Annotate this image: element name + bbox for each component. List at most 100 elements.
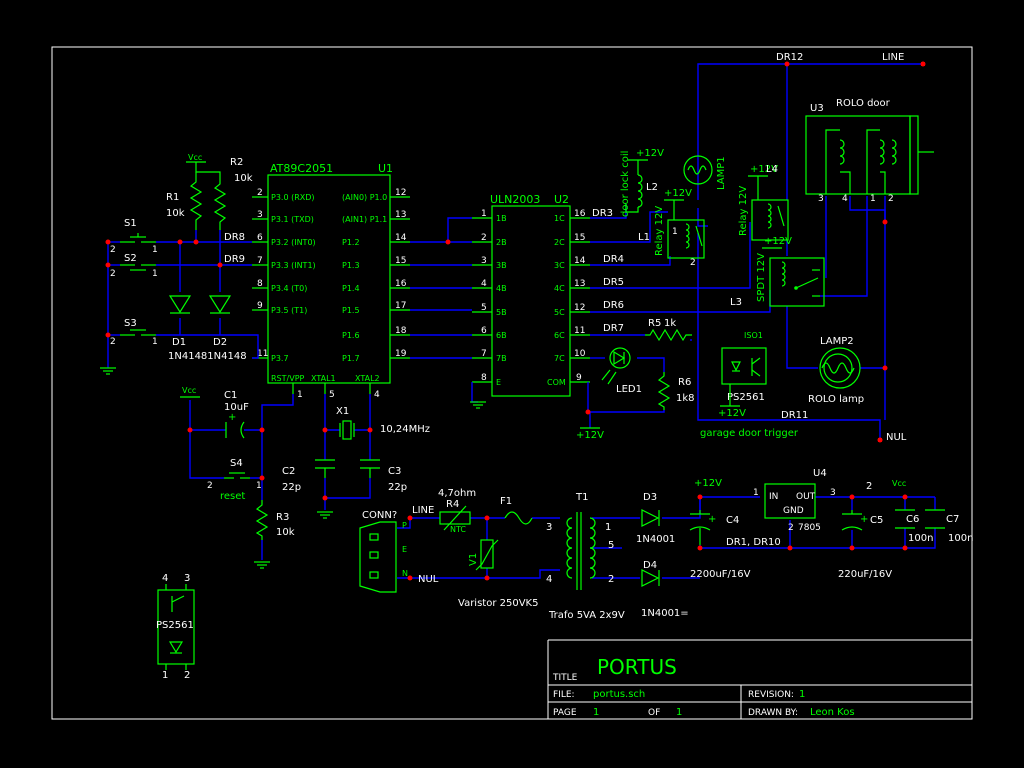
c7-value: 100n: [948, 533, 973, 544]
reset-circuit[interactable]: Vcc C1 10uF + S4 2 1 reset R3 10k: [180, 386, 295, 569]
output-capacitors[interactable]: + C5 220uF/16V 2 Vcc C6 100n C7 100n: [838, 479, 973, 580]
mcu-left-pin-name: P3.2 (INT0): [271, 238, 316, 247]
mcu-xtal2-label: XTAL2: [355, 374, 380, 383]
l2-ref: L2: [646, 182, 658, 193]
s2-pin1: 1: [152, 269, 158, 279]
u4-pin2: 2: [788, 523, 794, 533]
l3-value: SPDT 12V: [756, 253, 767, 302]
fuse-f1[interactable]: F1: [500, 496, 533, 525]
driver-in-num: 6: [481, 326, 487, 336]
drawn-by: Leon Kos: [810, 707, 855, 718]
c5-plus: +: [860, 514, 868, 525]
mcu-left-pin-num: 3: [257, 210, 263, 220]
mcu-right-pin-num: 15: [395, 256, 406, 266]
relay-l4[interactable]: +12V L4 Relay 12V: [738, 164, 789, 241]
mcu-left-pin-num: 6: [257, 233, 263, 243]
conn-e: E: [402, 545, 407, 554]
l4-ref: L4: [766, 164, 778, 175]
net-nul-ps: NUL: [418, 574, 439, 585]
vcc-label-2: Vcc: [182, 386, 196, 395]
mcu-rst-label: RST/VPP: [271, 374, 305, 383]
driver-com-label: COM: [547, 378, 566, 387]
r3-ref: R3: [276, 512, 289, 523]
u4-pin1: 1: [753, 488, 759, 498]
x1-ref: X1: [336, 406, 349, 417]
mains-connector[interactable]: CONN? P E N: [359, 510, 408, 593]
net-dr4: DR4: [603, 254, 624, 265]
driver-ground: [470, 401, 486, 409]
optocoupler-ps2561-main[interactable]: ISO1 PS2561 +12V: [718, 331, 767, 419]
trafo-value: Trafo 5VA 2x9V: [548, 610, 625, 621]
net-labels: DR3 DR4 DR5 DR6 DR7 DR8 DR9 DR11 DR12 LI…: [224, 52, 907, 585]
mcu-right-pin-num: 12: [395, 188, 406, 198]
c6-ref: C6: [906, 514, 919, 525]
relay-l1[interactable]: +12V 1 2 L1 Relay 12V: [638, 188, 705, 268]
net-dr11: DR11: [781, 410, 808, 421]
driver-in-label: 1B: [496, 214, 507, 223]
lamp1[interactable]: LAMP1: [683, 155, 727, 190]
title-block: TITLE PORTUS FILE: portus.sch REVISION: …: [547, 639, 972, 719]
s1-pin1: 1: [152, 245, 158, 255]
driver-out-num: 11: [574, 326, 585, 336]
c3-value: 22p: [388, 482, 407, 493]
conn-ref: CONN?: [362, 510, 397, 521]
net-nul-right: NUL: [886, 432, 907, 443]
r6-value: 1k8: [676, 393, 695, 404]
transformer-t1[interactable]: T1 3 4 1 5 2 Trafo 5VA 2x9V: [546, 492, 625, 621]
t1-pin2: 2: [608, 574, 614, 585]
u4-value: 7805: [798, 523, 821, 533]
resistor-r6[interactable]: R6 1k8: [657, 372, 695, 410]
ps-spare-pin4: 4: [162, 573, 168, 584]
regulator-u4[interactable]: U4 IN OUT GND 1 3 2 7805: [753, 468, 836, 533]
p12-a: +12V: [636, 148, 664, 159]
r5-value: 1k: [664, 318, 676, 329]
motor-u3[interactable]: U3 ROLO door 3 4 1 2: [805, 98, 934, 204]
lamp2-value: ROLO lamp: [808, 394, 864, 405]
diodes-d1-d2[interactable]: D1 D2 1N41481N4148: [168, 295, 247, 362]
led1[interactable]: LED1: [601, 347, 642, 395]
v1-ref: V1: [468, 553, 479, 566]
capacitor-c4[interactable]: +12V + C4 2200uF/16V: [689, 478, 751, 580]
t1-pin3: 3: [546, 522, 552, 533]
p12-c: +12V: [750, 164, 778, 175]
conn-n: N: [402, 569, 408, 578]
title-label: TITLE: [552, 673, 578, 683]
mcu-left-pin-name: P3.3 (INT1): [271, 261, 316, 270]
pullup-resistors[interactable]: Vcc R1 10k R2 10k: [166, 153, 253, 230]
switches[interactable]: S1 2 1 S2 2 1 S3 2 1: [100, 218, 158, 375]
varistor-v1[interactable]: V1 Varistor 250VK5: [458, 539, 538, 609]
r4-ref: R4: [446, 499, 459, 510]
t1-pin1: 1: [605, 522, 611, 533]
lamp2[interactable]: LAMP2 ROLO lamp: [808, 336, 864, 405]
page-label: PAGE: [553, 708, 577, 718]
resistor-r5[interactable]: R5 1k: [645, 318, 692, 342]
f1-ref: F1: [500, 496, 512, 507]
r2-value: 10k: [234, 173, 253, 184]
net-dr6: DR6: [603, 300, 624, 311]
relay-l3[interactable]: +12V L3 SPDT 12V: [730, 236, 825, 308]
crystal-circuit[interactable]: X1 10,24MHz C2 22p C3 22p: [282, 406, 430, 519]
c1-plus: +: [228, 412, 236, 423]
rectifier-d3-d4[interactable]: D3 1N4001 D4 1N4001=: [636, 492, 689, 619]
driver-out-num: 15: [574, 233, 585, 243]
optocoupler-ps2561-spare[interactable]: 4 3 PS2561 1 2: [156, 573, 195, 681]
ntc-r4[interactable]: R4 4,7ohm NTC: [438, 488, 476, 534]
c5-pin2: 2: [866, 481, 872, 492]
driver-in-num: 2: [481, 233, 487, 243]
net-line-ps: LINE: [412, 505, 434, 516]
junctions: [105, 61, 926, 581]
r4-value: 4,7ohm: [438, 488, 476, 499]
driver-ref: U2: [554, 193, 569, 206]
door-lock-coil[interactable]: +12V door lock coil L2: [620, 148, 664, 217]
net-dr3: DR3: [592, 208, 613, 219]
r6-ref: R6: [678, 377, 691, 388]
d3-value: 1N4001: [636, 534, 675, 545]
mcu-left-pin-name: P3.1 (TXD): [271, 215, 314, 224]
l1-pin1: 1: [672, 227, 678, 237]
c5-value: 220uF/16V: [838, 569, 892, 580]
